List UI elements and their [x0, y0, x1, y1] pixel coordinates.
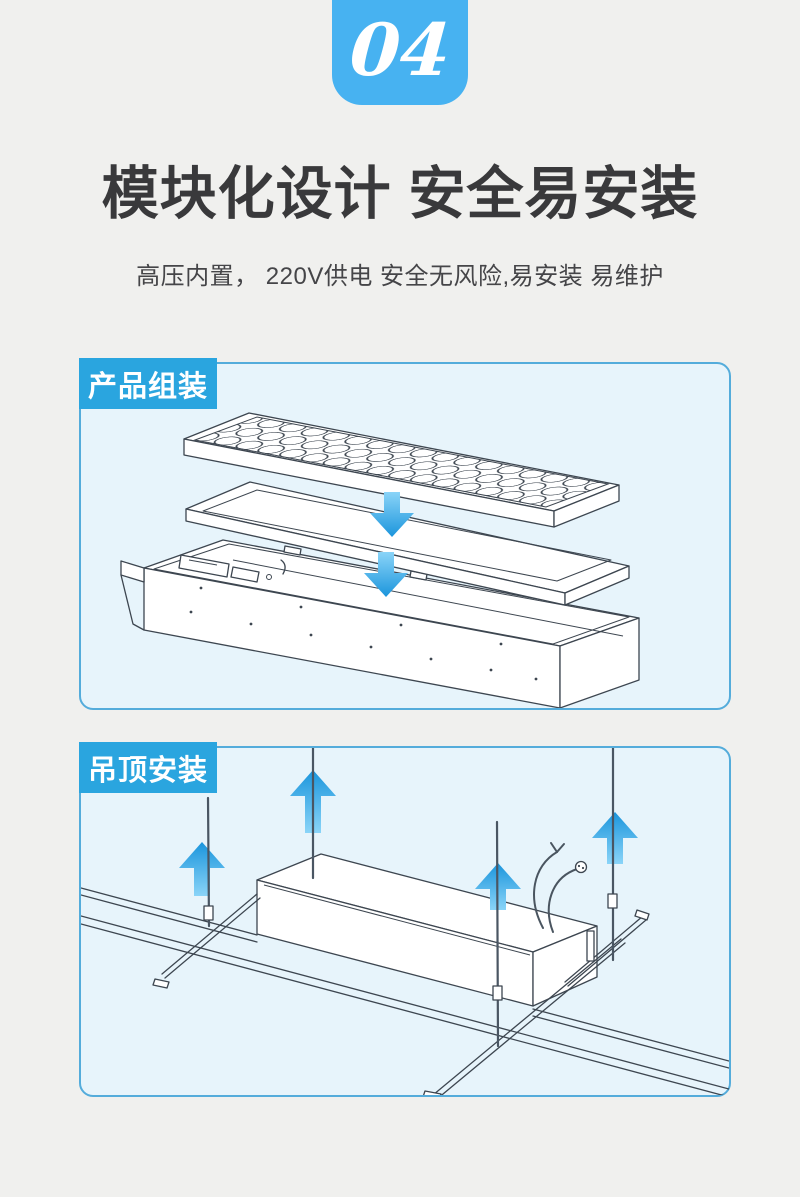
grille-layer: [183, 412, 620, 528]
down-arrow-icon: [364, 552, 408, 597]
ceiling-panel-tab: 吊顶安装: [79, 742, 217, 793]
page-title: 模块化设计 安全易安装: [101, 162, 699, 226]
power-wires: [533, 842, 588, 933]
ceiling-install-diagram: [81, 748, 729, 1095]
assembly-panel-tab: 产品组装: [79, 358, 217, 409]
diffuser-layer: [185, 481, 630, 606]
step-badge: 04: [332, 0, 468, 105]
ceiling-grid-cross-tees: [152, 893, 650, 1095]
assembly-panel: 产品组装: [79, 358, 731, 710]
ceiling-grid-runner-back: [81, 887, 729, 1069]
step-number: 04: [347, 6, 454, 92]
up-arrow-icon: [179, 842, 225, 896]
fixture-box: [256, 853, 598, 1007]
suspension-rods: [203, 748, 618, 1048]
ceiling-panel: 吊顶安装: [79, 742, 731, 1097]
page-subtitle: 高压内置， 220V供电 安全无风险,易安装 易维护: [136, 263, 664, 290]
housing-layer: [120, 539, 640, 708]
ceiling-grid-runner-front: [81, 915, 729, 1095]
product-assembly-diagram: [120, 412, 640, 708]
up-arrow-icon: [592, 812, 638, 864]
down-arrow-icon: [370, 492, 414, 537]
